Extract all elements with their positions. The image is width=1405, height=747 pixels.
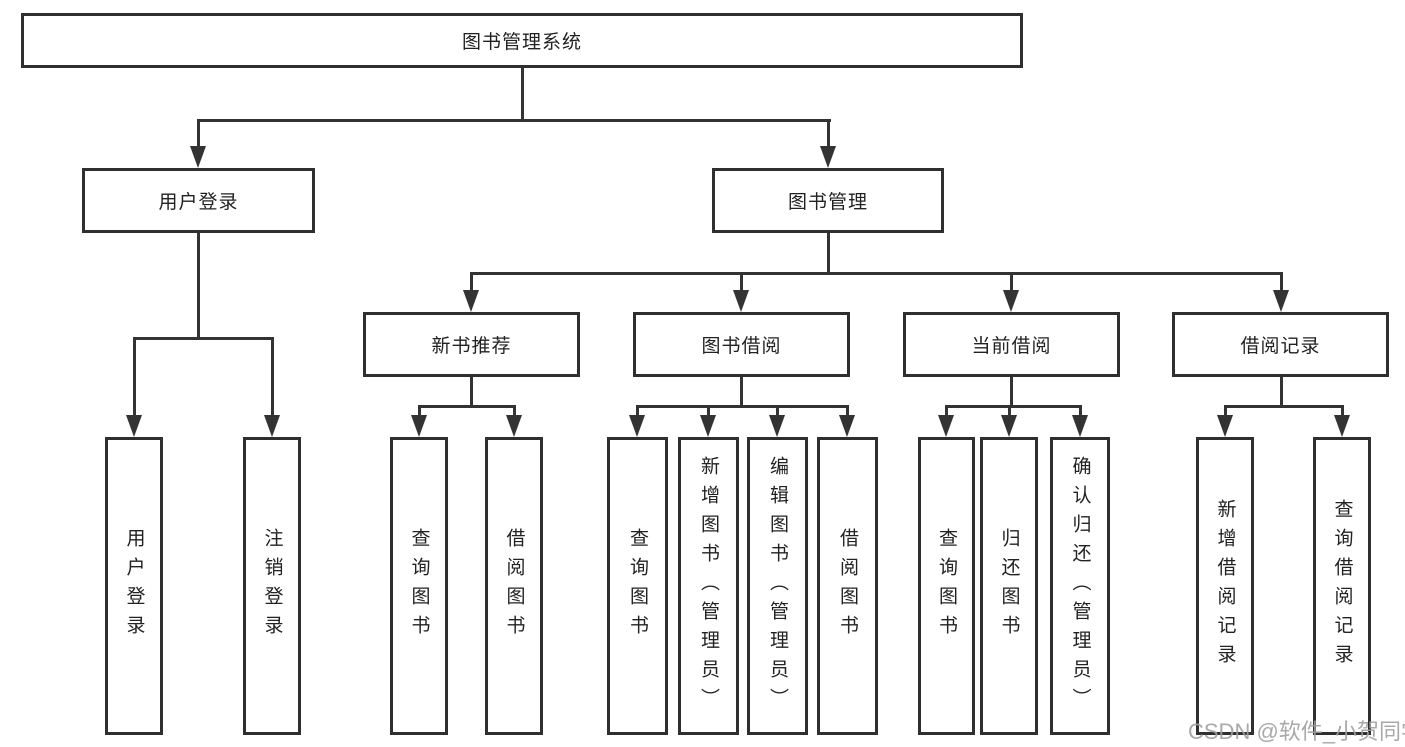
arrow-down-icon <box>629 415 645 437</box>
leaf-confirm-return-admin: 确认归还（管理员） <box>1050 437 1110 735</box>
connector-leaf-shaft <box>1341 405 1344 417</box>
arrow-down-icon <box>820 146 836 168</box>
leaf-label: 查询图书 <box>936 528 957 644</box>
node-label: 图书管理 <box>787 192 868 213</box>
leaf-label: 查询借阅记录 <box>1331 499 1353 673</box>
arrow-down-icon <box>463 290 479 312</box>
node-book-borrowing: 图书借阅 <box>633 312 850 377</box>
leaf-logout: 注销登录 <box>243 437 301 735</box>
leaf-query-books-recommend: 查询图书 <box>390 437 448 735</box>
connector-leaf-shaft <box>1079 405 1082 417</box>
connector-borrow-record-drop <box>1280 377 1283 408</box>
node-label: 用户登录 <box>158 192 239 213</box>
node-label: 新书推荐 <box>431 336 512 357</box>
connector-user-login-rail <box>133 337 274 340</box>
node-label: 图书管理系统 <box>461 32 582 53</box>
node-label: 图书借阅 <box>701 336 782 357</box>
node-current-borrowing: 当前借阅 <box>903 312 1120 377</box>
node-user-login: 用户登录 <box>82 168 315 233</box>
connector-leaf-shaft <box>271 337 274 417</box>
leaf-edit-books-admin: 编辑图书（管理员） <box>747 437 808 735</box>
connector-leaf-shaft <box>776 405 779 417</box>
connector-leaf-shaft <box>707 405 710 417</box>
leaf-label: 借阅图书 <box>837 528 858 644</box>
connector-leaf-shaft <box>846 405 849 417</box>
arrow-down-icon <box>264 415 280 437</box>
arrow-down-icon <box>1217 415 1233 437</box>
leaf-query-borrow-record: 查询借阅记录 <box>1313 437 1371 735</box>
arrow-down-icon <box>411 415 427 437</box>
connector-book-borrow-drop <box>740 377 743 408</box>
connector-level3-shaft <box>1280 272 1283 292</box>
connector-leaf-shaft <box>513 405 516 417</box>
connector-level3-shaft <box>740 272 743 292</box>
connector-book-mgmt-drop <box>827 233 830 275</box>
leaf-query-books-current: 查询图书 <box>918 437 975 735</box>
connector-leaf-shaft <box>418 405 421 417</box>
leaf-query-books-borrow: 查询图书 <box>607 437 668 735</box>
arrow-down-icon <box>733 290 749 312</box>
connector-leaf-shaft <box>1224 405 1227 417</box>
leaf-label: 新增图书（管理员） <box>698 455 719 717</box>
leaf-label: 编辑图书（管理员） <box>767 455 788 717</box>
node-book-management: 图书管理 <box>712 168 944 233</box>
leaf-label: 查询图书 <box>627 528 648 644</box>
leaf-label: 归还图书 <box>998 528 1020 644</box>
leaf-label: 借阅图书 <box>503 528 525 644</box>
leaf-label: 新增借阅记录 <box>1214 499 1236 673</box>
leaf-label: 用户登录 <box>123 528 145 644</box>
leaf-label: 确认归还（管理员） <box>1069 455 1091 717</box>
arrow-down-icon <box>1072 415 1088 437</box>
arrow-down-icon <box>839 415 855 437</box>
connector-leaf-shaft <box>1008 405 1011 417</box>
connector-leaf-shaft <box>945 405 948 417</box>
connector-new-book-drop <box>470 377 473 408</box>
leaf-return-books: 归还图书 <box>980 437 1038 735</box>
arrow-down-icon <box>938 415 954 437</box>
node-new-book-recommendation: 新书推荐 <box>363 312 580 377</box>
connector-user-login-shaft <box>197 119 200 149</box>
arrow-down-icon <box>1273 290 1289 312</box>
connector-level2-rail <box>197 119 831 122</box>
node-borrowing-records: 借阅记录 <box>1172 312 1389 377</box>
leaf-borrow-books: 借阅图书 <box>817 437 878 735</box>
node-label: 借阅记录 <box>1240 336 1321 357</box>
arrow-down-icon <box>1003 290 1019 312</box>
leaf-add-books-admin: 新增图书（管理员） <box>678 437 739 735</box>
arrow-down-icon <box>700 415 716 437</box>
arrow-down-icon <box>190 146 206 168</box>
csdn-watermark: CSDN @软件_小贺同学 <box>1188 719 1405 744</box>
connector-level3-shaft <box>470 272 473 292</box>
leaf-add-borrow-record: 新增借阅记录 <box>1196 437 1254 735</box>
connector-user-login-drop <box>197 233 200 339</box>
connector-level3-shaft <box>1010 272 1013 292</box>
connector-borrow-record-rail <box>1224 405 1344 408</box>
connector-leaf-shaft <box>636 405 639 417</box>
connector-book-borrow-rail <box>636 405 849 408</box>
node-library-management-system: 图书管理系统 <box>21 13 1023 68</box>
arrow-down-icon <box>126 415 142 437</box>
leaf-label: 查询图书 <box>408 528 430 644</box>
node-label: 当前借阅 <box>971 336 1052 357</box>
leaf-label: 注销登录 <box>261 528 283 644</box>
arrow-down-icon <box>1001 415 1017 437</box>
connector-leaf-shaft <box>133 337 136 417</box>
connector-current-borrow-drop <box>1010 377 1013 408</box>
leaf-borrow-books-recommend: 借阅图书 <box>485 437 543 735</box>
connector-current-borrow-rail <box>945 405 1082 408</box>
leaf-user-login: 用户登录 <box>105 437 163 735</box>
connector-book-mgmt-shaft <box>827 119 830 149</box>
arrow-down-icon <box>1334 415 1350 437</box>
connector-level3-rail <box>470 272 1283 275</box>
arrow-down-icon <box>769 415 785 437</box>
arrow-down-icon <box>506 415 522 437</box>
connector-root-drop <box>521 66 524 122</box>
connector-new-book-rail <box>418 405 516 408</box>
